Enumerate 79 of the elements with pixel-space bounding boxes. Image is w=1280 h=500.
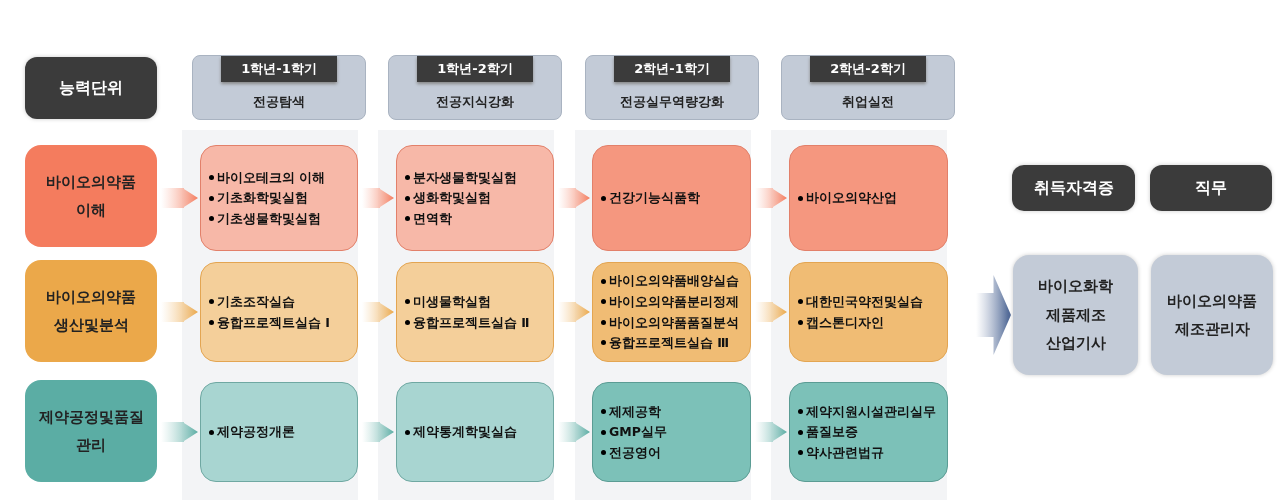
course-name: 바이오테크의 이해	[217, 169, 326, 186]
box-label: 제약공정및품질 관리	[38, 406, 144, 456]
course-box	[200, 145, 358, 251]
course-name: 기초생물학및실험	[217, 210, 321, 227]
competency-box	[25, 380, 157, 482]
semester-box	[388, 55, 562, 120]
course-box	[592, 382, 751, 482]
box-label: 취득자격증	[1033, 176, 1114, 199]
course-name: 기초화학및실험	[217, 190, 308, 206]
box-label: 바이오의약품 생산및분석	[45, 286, 137, 336]
semester-tab: 2학년-2학기	[810, 56, 926, 82]
course-box	[789, 262, 948, 362]
block-arrow	[755, 188, 787, 208]
semester-title: 취업실전	[842, 92, 894, 111]
course-name: 품질보증	[806, 424, 858, 440]
block-arrow	[161, 188, 198, 208]
course-box	[592, 262, 751, 362]
box-label: 직무	[1195, 176, 1227, 199]
box-label: 바이오의약품 제조관리자	[1167, 290, 1257, 340]
semester-tab: 2학년-1학기	[614, 56, 730, 82]
course-name: 바이오의약품분리정제	[609, 293, 739, 310]
semester-tab: 1학년-1학기	[221, 56, 337, 82]
box-label: 바이오의약품 이해	[45, 171, 137, 221]
block-arrow	[558, 422, 590, 442]
course-box	[396, 262, 554, 362]
block-arrow	[362, 422, 394, 442]
block-arrow	[558, 302, 590, 322]
course-box	[789, 382, 948, 482]
box-label: 바이오화학 제품제조 산업기사	[1037, 276, 1114, 355]
course-name: 분자생물학및실험	[413, 169, 517, 186]
course-name: 약사관련법규	[806, 444, 884, 461]
semester-title: 전공탐색	[253, 92, 305, 111]
course-name: 바이오의약품품질분석	[609, 314, 739, 331]
course-name: 대한민국약전및실습	[806, 293, 923, 310]
block-arrow	[755, 302, 787, 322]
result-box	[1013, 255, 1138, 375]
box-label: 능력단위	[59, 76, 123, 99]
course-name: 융합프로젝트실습 Ⅱ	[413, 314, 530, 331]
course-box	[396, 382, 554, 482]
result-box	[1151, 255, 1273, 375]
semester-title: 전공지식강화	[436, 92, 514, 111]
course-name: 건강기능식품학	[609, 190, 700, 206]
course-name: 캡스톤디자인	[806, 314, 884, 331]
course-name: 전공영어	[609, 444, 661, 461]
block-arrow	[558, 188, 590, 208]
semester-box	[781, 55, 955, 120]
course-name: 면역학	[413, 210, 452, 227]
course-name: 제약지원시설관리실무	[806, 403, 936, 420]
course-name: 기초조작실습	[217, 293, 295, 310]
course-name: 융합프로젝트실습 Ⅰ	[217, 314, 330, 331]
course-name: 미생물학실험	[413, 293, 491, 310]
course-box	[789, 145, 948, 251]
course-box	[200, 262, 358, 362]
block-arrow	[976, 275, 1011, 355]
semester-tab: 1학년-2학기	[417, 56, 533, 82]
course-name: 제약공정개론	[217, 424, 295, 440]
course-name: 바이오의약품배양실습	[609, 273, 739, 289]
block-arrow	[161, 302, 198, 322]
course-name: GMP실무	[609, 424, 667, 440]
course-name: 제제공학	[609, 403, 661, 420]
course-name: 생화학및실험	[413, 190, 491, 206]
semester-box	[192, 55, 366, 120]
header-box	[1150, 165, 1272, 211]
course-box	[200, 382, 358, 482]
block-arrow	[362, 188, 394, 208]
competency-box	[25, 260, 157, 362]
course-name: 바이오의약산업	[806, 190, 897, 206]
block-arrow	[161, 422, 198, 442]
semester-title: 전공실무역량강화	[620, 92, 724, 111]
header-box	[25, 57, 157, 119]
course-box	[592, 145, 751, 251]
course-box	[396, 145, 554, 251]
semester-box	[585, 55, 759, 120]
competency-box	[25, 145, 157, 247]
course-name: 제약통계학및실습	[413, 424, 517, 440]
block-arrow	[362, 302, 394, 322]
block-arrow	[755, 422, 787, 442]
header-box	[1012, 165, 1135, 211]
course-name: 융합프로젝트실습 Ⅲ	[609, 335, 730, 351]
